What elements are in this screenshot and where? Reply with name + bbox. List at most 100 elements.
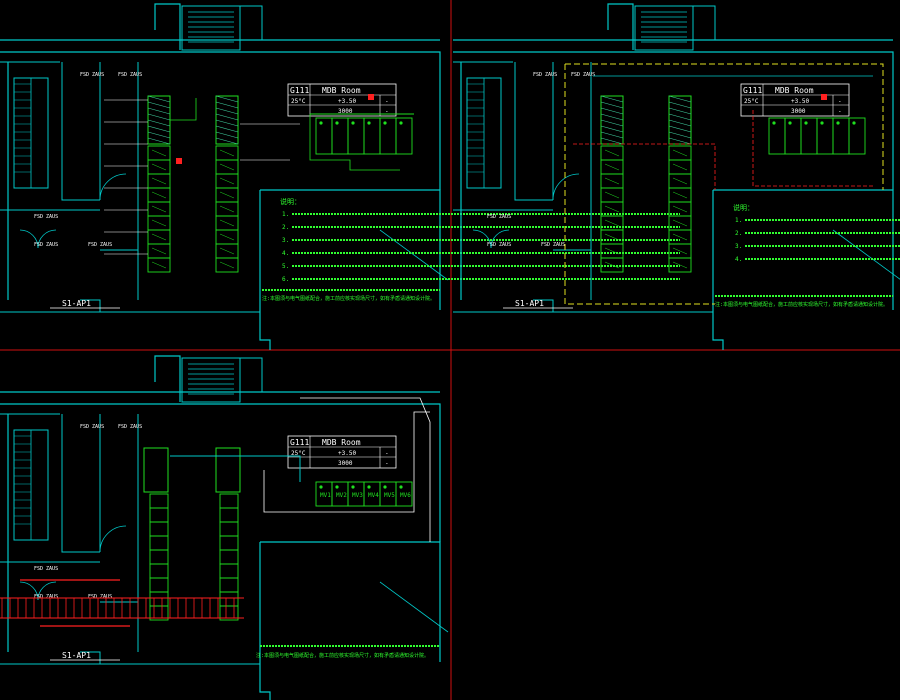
trench-hatch: [600, 137, 624, 145]
red-route: [573, 143, 716, 190]
red-route: [752, 110, 873, 187]
tray-mark: [151, 177, 167, 185]
axis-label: S1-AP1: [62, 651, 91, 660]
lower-room-wall: [260, 189, 441, 310]
trench-hatch: [668, 107, 692, 115]
tray-mark: [672, 219, 688, 227]
notes-title: 说明：: [733, 203, 754, 212]
room-level: +3.50: [791, 98, 809, 105]
tray-mark: [151, 191, 167, 199]
red-marker: [176, 158, 182, 164]
room-dash: -: [838, 98, 842, 105]
room-name: MDB Room: [322, 438, 361, 447]
room-height: 3000: [791, 108, 806, 115]
trench-hatch: [600, 125, 624, 133]
fire-door-label: FSD ZAUS: [34, 594, 58, 600]
room-tag-table: [287, 83, 397, 117]
tray-mark: [219, 177, 235, 185]
tray-mark: [604, 247, 620, 255]
trench-hatch: [600, 119, 624, 127]
stair-tower-box: [181, 5, 241, 51]
fire-door-label: FSD ZAUS: [118, 72, 142, 78]
trench-hatch: [668, 131, 692, 139]
note-index: 1.: [282, 211, 289, 218]
zone-boundary: [565, 63, 884, 190]
trench-hatch: [215, 107, 239, 115]
trench-hatch: [215, 125, 239, 133]
note-index: 3.: [282, 237, 289, 244]
tray-mark: [672, 247, 688, 255]
room-level: +3.50: [338, 98, 356, 105]
room-dash: -: [385, 450, 389, 457]
leader-line: [832, 229, 900, 280]
cabinet-indicator: [820, 121, 824, 125]
fire-door-label: FSD ZAUS: [487, 242, 511, 248]
room-tag-table: [287, 435, 397, 469]
note-index: 2.: [282, 224, 289, 231]
room-tag-table: [740, 83, 850, 117]
panel-head-box: [215, 447, 241, 493]
red-marker: [368, 94, 374, 100]
room-dash: -: [385, 98, 389, 105]
note-index: 6.: [282, 276, 289, 283]
cabinet-indicator: [319, 121, 323, 125]
trench-hatch: [215, 137, 239, 145]
tray-mark: [604, 233, 620, 241]
cabinet-indicator: [335, 121, 339, 125]
trench-hatch: [147, 101, 171, 109]
panel-head-box: [143, 447, 169, 493]
tray-mark: [604, 163, 620, 171]
lower-room-wall: [259, 542, 271, 700]
trench-hatch: [147, 137, 171, 145]
trench-hatch: [215, 119, 239, 127]
leader-line: [379, 581, 449, 633]
wall-segment: [553, 249, 592, 290]
corridor-wall: [514, 62, 553, 201]
trench-hatch: [600, 107, 624, 115]
trench-hatch: [668, 95, 692, 103]
trench-hatch: [147, 131, 171, 139]
leader-line: [379, 229, 449, 281]
tray-mark: [219, 233, 235, 241]
tray-mark: [672, 177, 688, 185]
tray-mark: [151, 247, 167, 255]
cable-tray-cell: [149, 605, 169, 621]
cabinet-indicator: [367, 121, 371, 125]
fire-door-label: FSD ZAUS: [80, 424, 104, 430]
cabinet-indicator: [836, 121, 840, 125]
cabinet-label: MV2: [336, 492, 347, 499]
door-swing: [490, 229, 510, 249]
tray-mark: [151, 233, 167, 241]
fire-door-label: FSD ZAUS: [34, 566, 58, 572]
tray-mark: [604, 205, 620, 213]
fire-door-label: FSD ZAUS: [541, 242, 565, 248]
stair-tower-side: [693, 5, 716, 40]
tray-mark: [672, 163, 688, 171]
room-number: G111: [743, 86, 762, 95]
tray-mark: [604, 177, 620, 185]
cabinet-indicator: [399, 121, 403, 125]
notes-title: 说明：: [280, 197, 301, 206]
tray-mark: [219, 205, 235, 213]
switchgear-cabinet: [848, 117, 866, 155]
stair-tower-side: [240, 5, 263, 40]
stair-tower-wall: [154, 355, 181, 402]
cabinet-indicator: [351, 121, 355, 125]
cabinet-indicator: [772, 121, 776, 125]
cabinet-indicator: [852, 121, 856, 125]
corridor-wall: [61, 62, 100, 201]
room-name: MDB Room: [322, 86, 361, 95]
cable-tray-cell: [219, 605, 239, 621]
trench-hatch: [215, 131, 239, 139]
tray-mark: [604, 191, 620, 199]
room-height: 3000: [338, 460, 353, 467]
trench-hatch: [668, 101, 692, 109]
cabinet-label: MV3: [352, 492, 363, 499]
tray-mark: [604, 149, 620, 157]
tray-mark: [219, 191, 235, 199]
axis-label: S1-AP1: [62, 299, 91, 308]
cable-route: [309, 114, 400, 171]
cabinet-indicator: [788, 121, 792, 125]
